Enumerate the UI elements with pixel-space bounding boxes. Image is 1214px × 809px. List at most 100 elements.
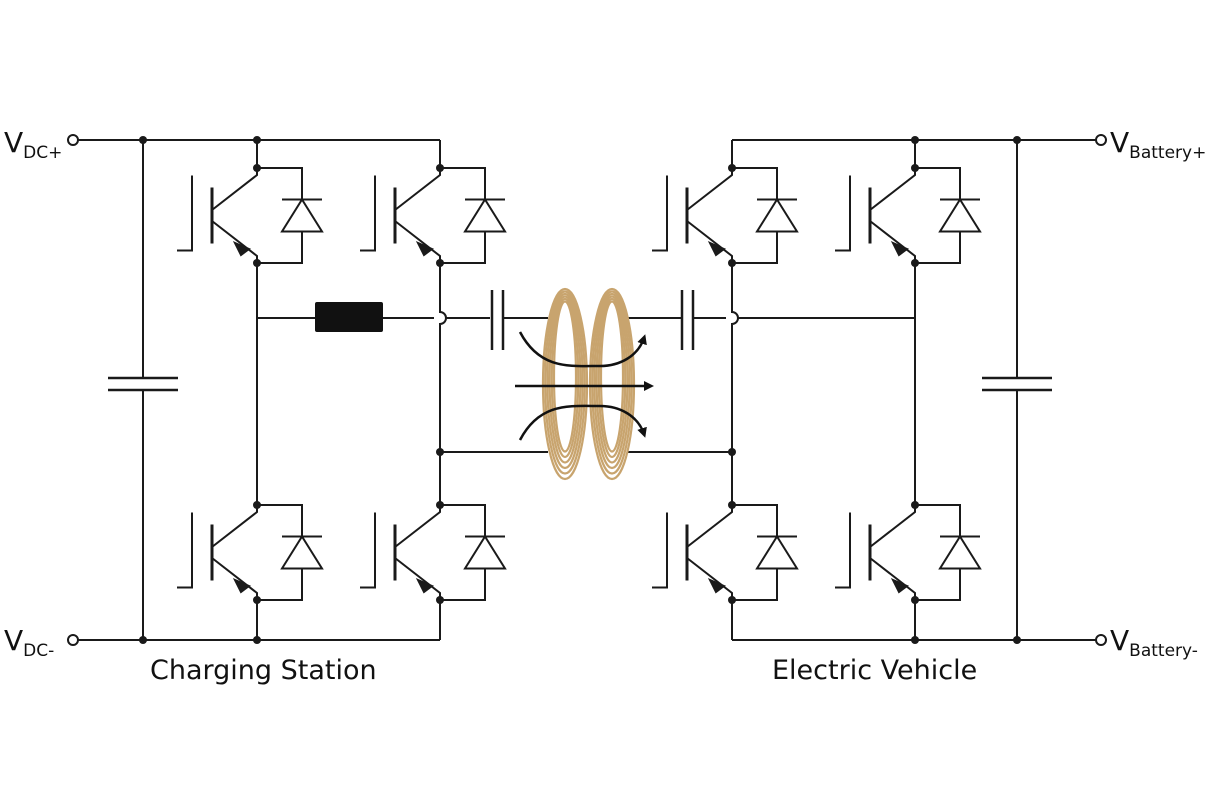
coil-turn: [550, 297, 580, 459]
igbt-gate: [360, 512, 376, 589]
diode-leads: [440, 504, 486, 601]
junction-dot: [728, 164, 736, 172]
junction-dot: [253, 501, 261, 509]
diode-leads: [732, 504, 778, 601]
junction-dots: [139, 136, 1021, 644]
junction-dot: [436, 448, 444, 456]
switch-cell-lower: [360, 504, 507, 601]
capacitors: [108, 290, 1052, 392]
igbt-gate: [177, 175, 193, 252]
diode-leads: [915, 504, 961, 601]
coil-turn: [593, 292, 631, 470]
diode-triangle: [463, 197, 507, 233]
wires: [67, 134, 1107, 646]
terminal-label-vbattery-plus: VBattery+: [1110, 126, 1207, 163]
junction-dot: [728, 501, 736, 509]
emitter-arrow: [232, 241, 251, 257]
junction-dot: [911, 136, 919, 144]
junction-dot: [911, 596, 919, 604]
switch-devices: [177, 167, 982, 601]
terminal-label-vbattery-minus: VBattery-: [1110, 624, 1198, 661]
switch-cell-upper: [360, 167, 507, 264]
switch-cell-lower: [177, 504, 324, 601]
terminal-circle: [67, 634, 79, 646]
igbt-gate: [835, 175, 851, 252]
junction-dot: [911, 501, 919, 509]
diode-triangle: [938, 197, 982, 233]
junction-dot: [911, 259, 919, 267]
junction-dot: [1013, 636, 1021, 644]
coil-turn: [591, 290, 633, 475]
junction-dot: [139, 636, 147, 644]
terminal-circle: [1095, 634, 1107, 646]
diode-leads: [257, 167, 303, 264]
junction-dot: [436, 164, 444, 172]
diode-triangle: [755, 534, 799, 570]
switch-cell-upper: [177, 167, 324, 264]
emitter-arrow: [415, 241, 434, 257]
diode-leads: [440, 167, 486, 264]
junction-dot: [728, 448, 736, 456]
diode-triangle: [463, 534, 507, 570]
switch-cell-lower: [835, 504, 982, 601]
junction-dot: [911, 164, 919, 172]
coil-turn: [588, 287, 636, 481]
transmitter-coil: [541, 287, 589, 481]
emitter-arrow: [890, 241, 909, 257]
diode-leads: [732, 167, 778, 264]
dc-link-capacitor-right: [982, 376, 1052, 392]
coil-turn: [595, 295, 629, 464]
emitter-arrow: [707, 241, 726, 257]
diode-triangle: [280, 534, 324, 570]
terminal-label-vdc-plus: VDC+: [4, 126, 63, 163]
diode-leads: [915, 167, 961, 264]
emitter-arrow: [415, 578, 434, 594]
coil-turn: [548, 295, 582, 464]
emitter-arrow: [890, 578, 909, 594]
receiver-coil: [588, 287, 636, 481]
junction-dot: [253, 596, 261, 604]
junction-dot: [253, 136, 261, 144]
diode-leads: [257, 504, 303, 601]
junction-dot: [728, 596, 736, 604]
igbt-gate: [652, 175, 668, 252]
series-capacitor-left: [490, 290, 505, 350]
terminal-circle: [67, 134, 79, 146]
diode-triangle: [938, 534, 982, 570]
switch-cell-upper: [652, 167, 799, 264]
leg-3-midwire: [731, 263, 739, 505]
leg-2-midwire: [439, 263, 447, 505]
coil-turn: [541, 287, 589, 481]
switch-cell-lower: [652, 504, 799, 601]
terminal-label-vdc-minus: VDC-: [4, 624, 55, 661]
terminal-circle: [1095, 134, 1107, 146]
series-inductor: [315, 302, 383, 332]
igbt-gate: [177, 512, 193, 589]
caption-electric-vehicle: Electric Vehicle: [772, 655, 978, 686]
junction-dot: [139, 136, 147, 144]
caption-charging-station: Charging Station: [150, 655, 377, 686]
magnetic-flux-arrows: [515, 331, 654, 441]
junction-dot: [253, 259, 261, 267]
diode-triangle: [280, 197, 324, 233]
junction-dot: [1013, 136, 1021, 144]
dc-link-capacitor-left: [108, 376, 178, 392]
junction-dot: [436, 259, 444, 267]
junction-dot: [253, 636, 261, 644]
coil-turn: [552, 300, 578, 453]
switch-cell-upper: [835, 167, 982, 264]
diode-triangle: [755, 197, 799, 233]
junction-dot: [911, 636, 919, 644]
junction-dot: [728, 259, 736, 267]
emitter-arrow: [707, 578, 726, 594]
coupling-coils: [515, 287, 654, 481]
junction-dot: [253, 164, 261, 172]
series-capacitor-right: [680, 290, 695, 350]
emitter-arrow: [232, 578, 251, 594]
igbt-gate: [360, 175, 376, 252]
coil-turn: [597, 297, 627, 459]
flux-arrow-lower: [518, 404, 647, 441]
coil-turn: [544, 290, 586, 475]
coil-turn: [546, 292, 584, 470]
